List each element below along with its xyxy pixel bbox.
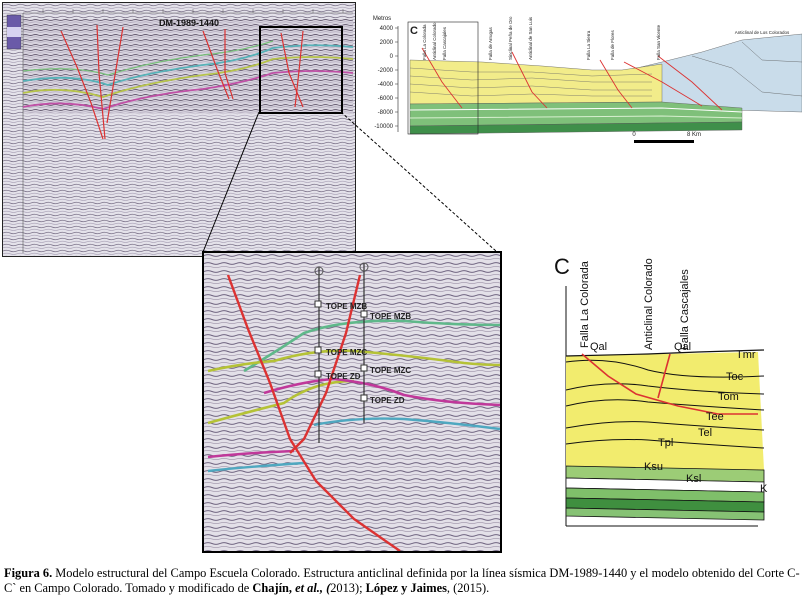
scale-bar <box>634 140 694 143</box>
depth-axis-title: Metros <box>373 16 391 22</box>
well-marker <box>359 262 369 272</box>
horizon-yellow <box>207 379 355 425</box>
top-label: TOPE ZD <box>370 396 405 405</box>
unit-label: Qal <box>674 341 691 353</box>
unit-label: Tel <box>698 427 712 439</box>
depth-tick-label: -6000 <box>378 96 394 102</box>
fault-line <box>657 55 723 111</box>
unit-label: Tpl <box>658 437 673 449</box>
unit-label: Tom <box>718 391 739 403</box>
unit-label: Toc <box>726 371 744 383</box>
caption-text-3: , (2015). <box>446 581 490 595</box>
structure-label: Anticlinal Colorado <box>432 22 437 60</box>
structure-label: Falla de Flores <box>610 29 615 60</box>
unit-label: Tee <box>706 411 724 423</box>
structure-label: Falla San Vicente <box>656 24 661 60</box>
fault-line <box>289 274 362 454</box>
horizon-cyan <box>313 417 500 431</box>
depth-axis-ticks: 4000 2000 0 -2000 -4000 -6000 -8000 -10000 <box>374 26 398 130</box>
caption-text: Modelo estructural del Campo Escuela Col… <box>4 566 800 595</box>
reference-2: López y Jaimes <box>365 581 447 595</box>
horizon-cyan <box>22 44 354 86</box>
fault-label: Falla Cascajales <box>679 269 691 350</box>
reference-1-etal: et al., ( <box>295 581 331 595</box>
top-label: TOPE MZC <box>370 366 411 375</box>
fault-line <box>294 30 304 108</box>
fault-line <box>96 24 106 140</box>
horizon-yellow <box>207 349 500 373</box>
figure-caption: Figura 6. Modelo estructural del Campo E… <box>4 566 802 596</box>
section-letter: C <box>554 254 570 279</box>
scale-end: 8 Km <box>687 132 701 138</box>
regional-cross-section-drawing: Metros 4000 2000 0 -2000 -4000 -6000 -8000 -100… <box>373 16 803 143</box>
well-marker <box>314 266 324 276</box>
section-letter: C <box>410 25 418 37</box>
horizon-magenta <box>263 377 500 407</box>
fault-line <box>623 61 703 107</box>
fault-line <box>581 353 758 415</box>
seismic-zoom-panel: TOPE MZB TOPE MZB TOPE MZC TOPE MZC TOPE… <box>202 251 502 553</box>
fault-line <box>224 29 234 100</box>
depth-tick-label: -2000 <box>378 68 394 74</box>
structure-label: Falla La Colorada <box>422 24 427 60</box>
depth-tick-label: -8000 <box>378 110 394 116</box>
unit-label: Tmr <box>736 349 756 361</box>
structure-label: Anticlinal de Los Colorados <box>735 30 790 35</box>
fault-line <box>657 353 671 399</box>
highlight-box <box>407 21 479 135</box>
top-label: TOPE MZC <box>326 348 367 357</box>
horizon-yellow <box>22 56 354 98</box>
structure-label: Falla La Sierra <box>586 30 591 60</box>
fault-line <box>599 59 633 109</box>
seismic-zoom-image: TOPE MZB TOPE MZB TOPE MZC TOPE MZC TOPE… <box>204 253 500 551</box>
horizon-cyan <box>207 461 305 473</box>
reference-1: Chajín, <box>252 581 296 595</box>
fault-label: Falla La Colorada <box>579 260 591 348</box>
figure-label: Figura 6. <box>4 566 53 580</box>
fault-line <box>511 51 548 109</box>
scale-start: 0 <box>632 132 636 138</box>
fault-line <box>280 32 304 108</box>
horizon-magenta <box>22 70 354 110</box>
depth-tick-label: -4000 <box>378 82 394 88</box>
fault-line <box>421 47 463 109</box>
structure-label: Sinclinal Peña de Oro <box>508 16 513 60</box>
fault-line <box>106 26 124 124</box>
depth-tick-label: 2000 <box>380 40 394 46</box>
structure-labels: Falla La Colorada Anticlinal Colorado Fall… <box>422 16 790 60</box>
depth-tick-label: 0 <box>390 54 394 60</box>
anticline-label: Anticlinal Colorado <box>643 258 655 350</box>
horizon-magenta <box>207 449 295 459</box>
fault-line <box>60 30 104 140</box>
horizon-green <box>22 40 274 76</box>
top-label: TOPE ZD <box>326 372 361 381</box>
unit-label: Qal <box>590 341 607 353</box>
caption-text-2: 2013); <box>330 581 366 595</box>
unit-label: Ksu <box>644 461 663 473</box>
horizon-green <box>243 319 500 373</box>
fault-line <box>226 274 401 551</box>
unit-label: K <box>760 483 768 495</box>
depth-tick-label: -10000 <box>374 124 393 130</box>
seismic-overview-image: DM-1989-1440 <box>3 3 355 256</box>
structure-label: Anticlinal de San Luis <box>528 16 533 60</box>
unit-label: Ksl <box>686 473 701 485</box>
regional-cross-section: Metros 4000 2000 0 -2000 -4000 -6000 -8000 -100… <box>362 12 803 154</box>
top-label: TOPE MZB <box>370 312 411 321</box>
detail-cross-section-drawing: C Falla La Colorada Anticlinal Colorado … <box>554 254 768 527</box>
depth-tick-label: 4000 <box>380 26 394 32</box>
fault-line <box>202 30 230 100</box>
seismic-overview-panel: DM-1989-1440 <box>2 2 356 257</box>
structure-label: Falla Cascajales <box>442 26 447 60</box>
structure-label: Falla de Arrugas <box>488 26 493 60</box>
seismic-line-title: DM-1989-1440 <box>159 18 219 28</box>
detail-cross-section: C Falla La Colorada Anticlinal Colorado … <box>548 230 800 542</box>
top-label: TOPE MZB <box>326 302 367 311</box>
zoom-region-box <box>259 26 343 114</box>
